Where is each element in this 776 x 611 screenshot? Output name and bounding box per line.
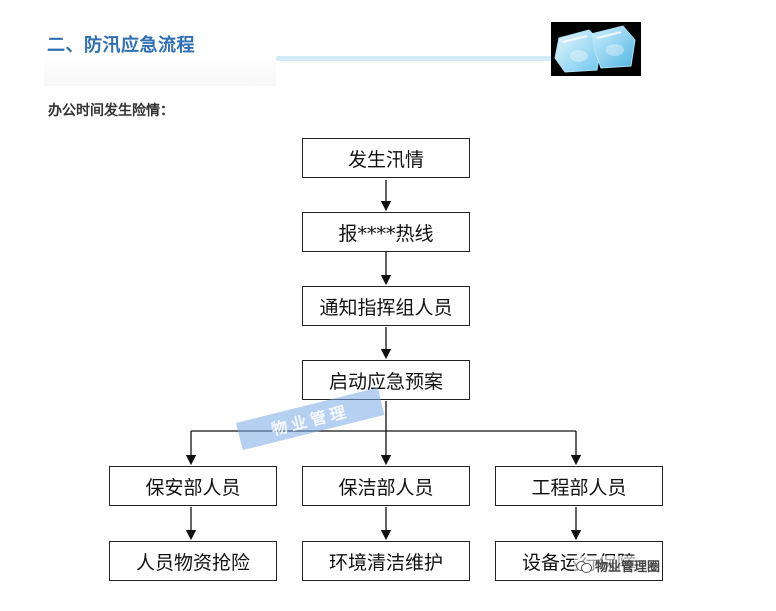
logo-mark: 物业管理圈 <box>574 556 663 575</box>
flow-node-rescue-action: 人员物资抢险 <box>109 541 277 581</box>
ice-cube-image <box>551 22 641 76</box>
flow-node-security-staff: 保安部人员 <box>109 466 277 506</box>
logo-text: 物业管理圈 <box>595 560 661 575</box>
chat-bubbles-icon <box>576 559 592 573</box>
flow-node-cleaning-action: 环境清洁维护 <box>302 541 470 581</box>
subheading-office-hours: 办公时间发生险情： <box>48 103 174 119</box>
flow-node-engineering-staff: 工程部人员 <box>495 466 663 506</box>
title-divider-line <box>276 56 554 61</box>
title-background <box>44 56 276 86</box>
flow-node-activate-plan: 启动应急预案 <box>302 360 470 400</box>
flow-node-cleaning-staff: 保洁部人员 <box>302 466 470 506</box>
flow-node-flood-occurs: 发生汛情 <box>302 138 470 178</box>
flow-node-report-hotline: 报****热线 <box>302 212 470 252</box>
section-title: 二、防汛应急流程 <box>47 35 195 56</box>
flow-node-notify-command: 通知指挥组人员 <box>302 286 470 326</box>
ice-cube-icon <box>554 25 636 73</box>
